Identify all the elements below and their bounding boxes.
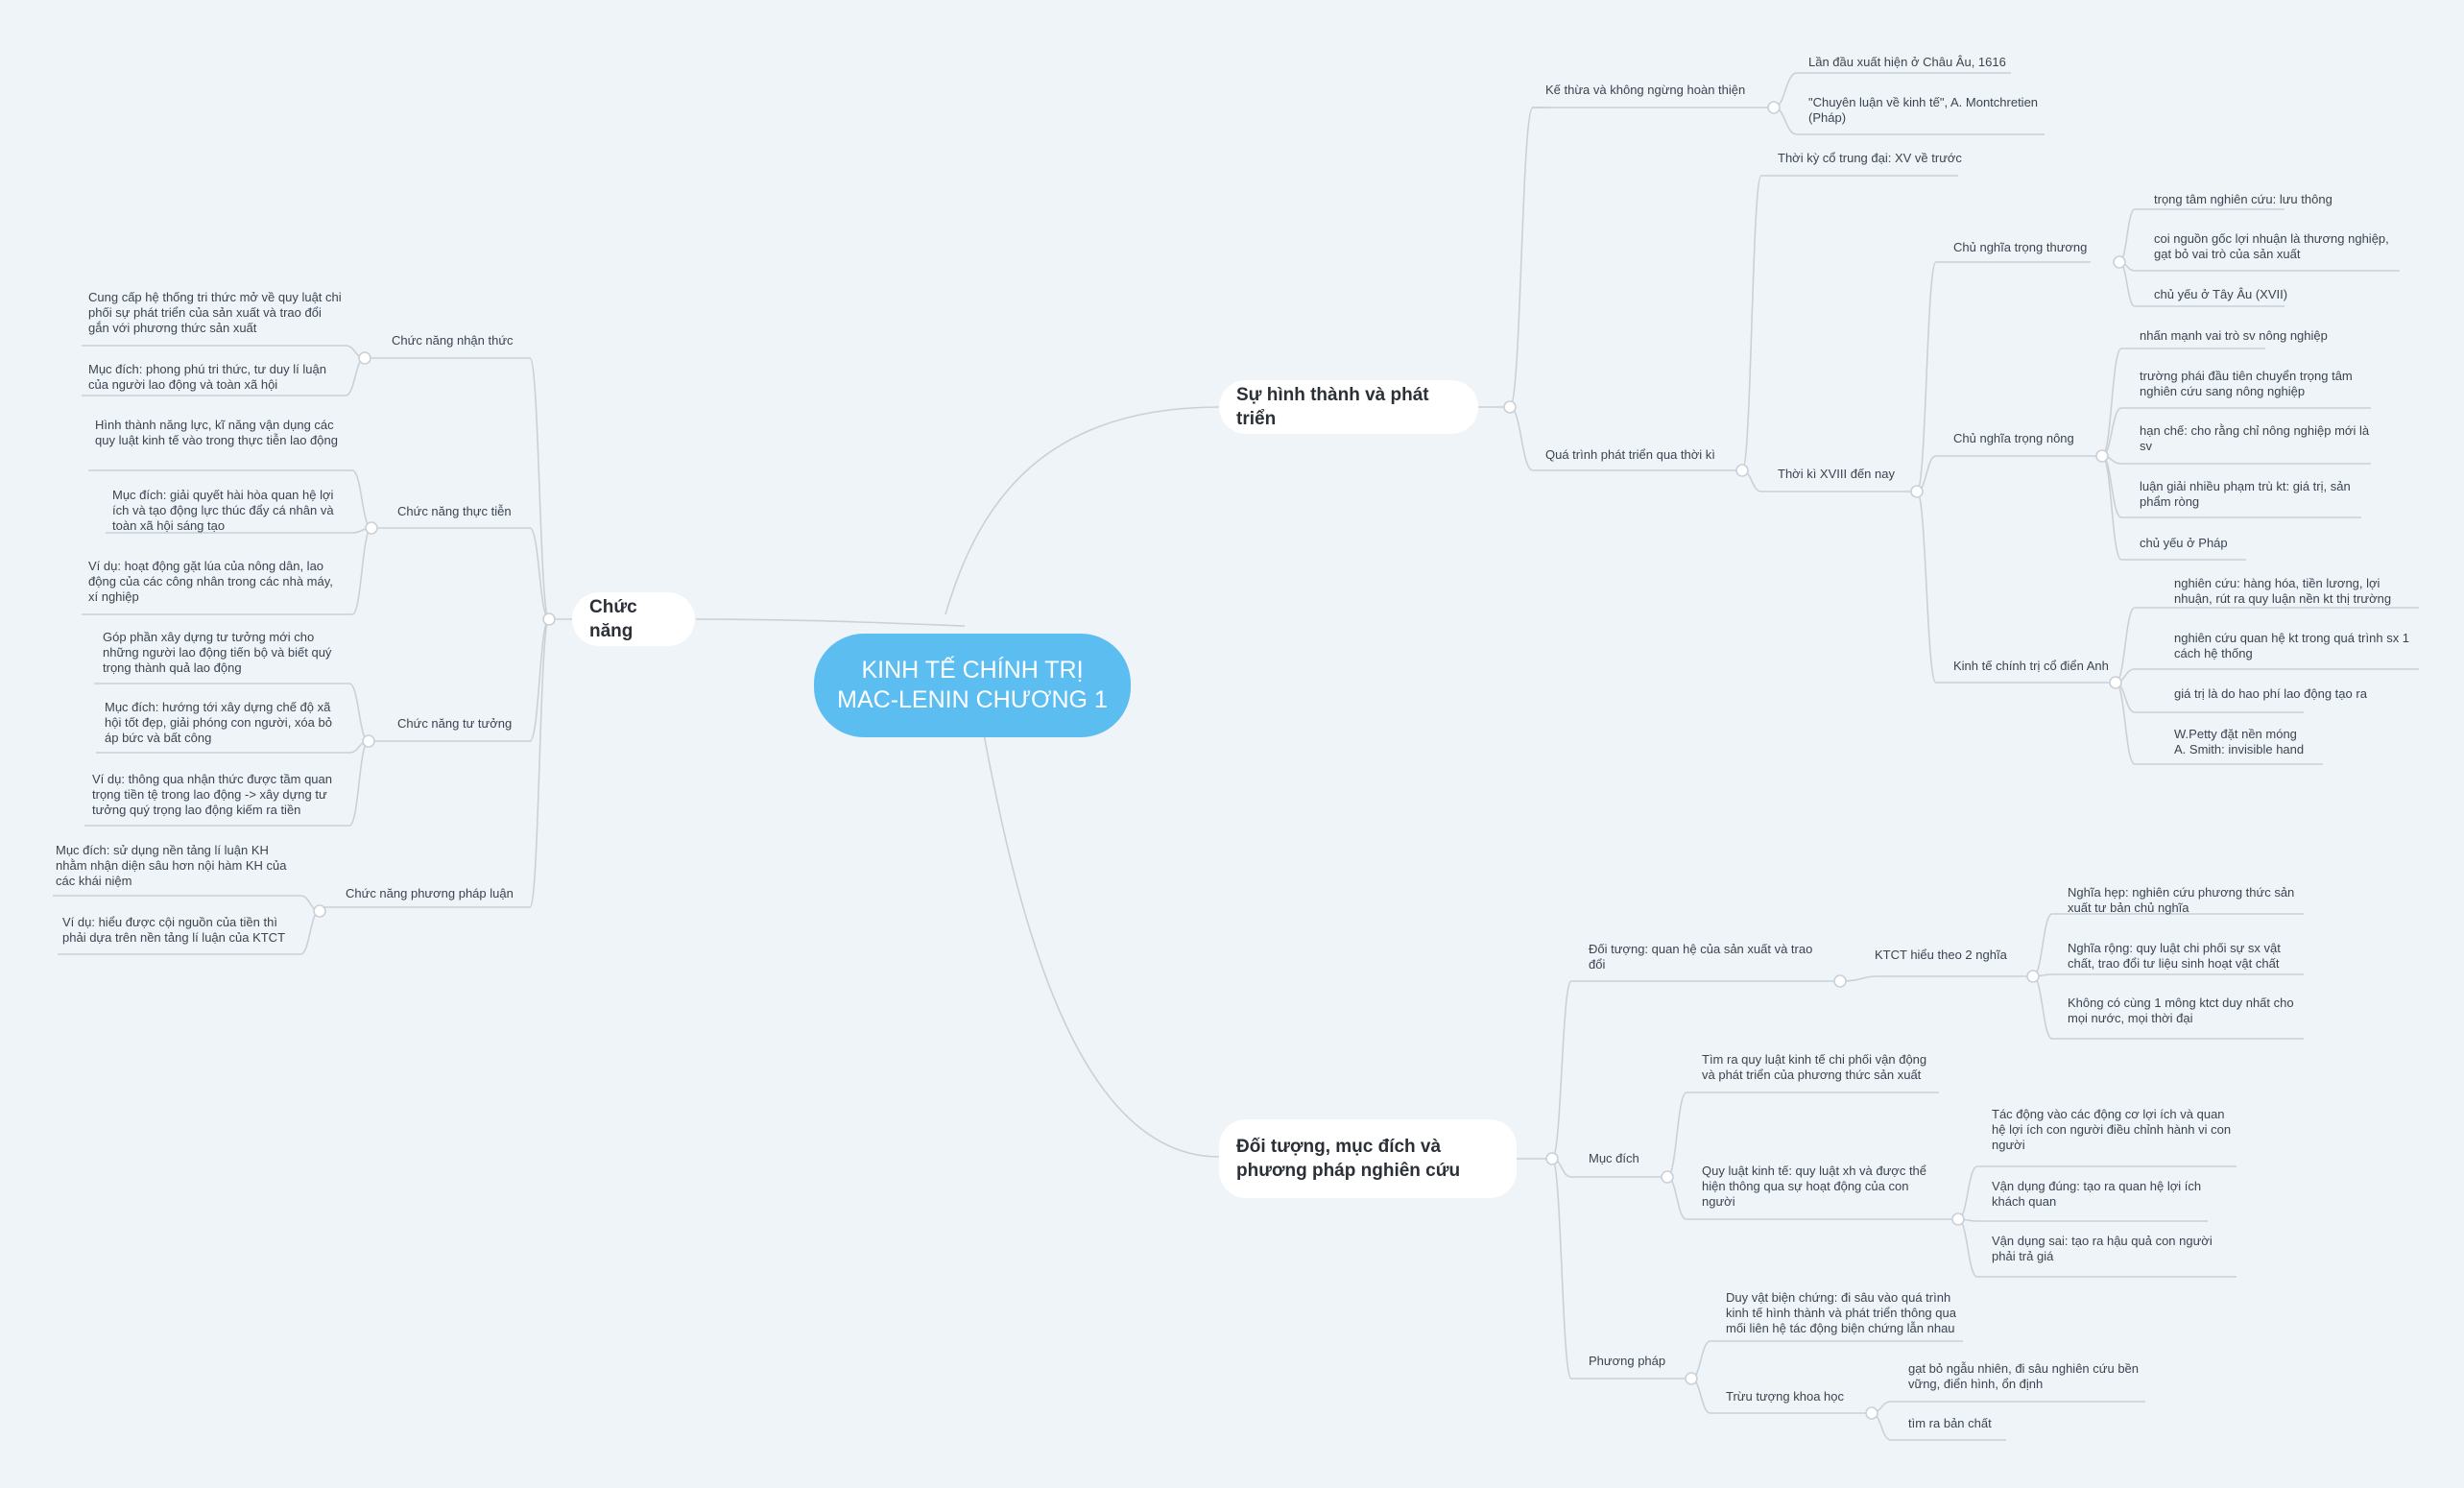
central-topic-line2: MAC-LENIN CHƯƠNG 1 (837, 686, 1108, 713)
topic-medieval[interactable]: Thời kỳ cổ trung đại: XV về trước (1778, 151, 1962, 165)
physiocracy-item[interactable]: chủ yếu ở Pháp (2140, 536, 2228, 550)
classical-item[interactable]: giá trị là do hao phí lao động tạo ra (2174, 686, 2367, 701)
main-topic-function[interactable]: Chức năng (572, 592, 695, 646)
subtopic-physiocracy[interactable]: Chủ nghĩa trọng nông (1953, 431, 2074, 445)
abstraction-item[interactable]: gạt bỏ ngẫu nhiên, đi sâu nghiên cứu bền… (1908, 1361, 2140, 1391)
mercantilism-item[interactable]: coi nguồn gốc lợi nhuận là thương nghiệp… (2154, 231, 2389, 261)
methodological-item[interactable]: Ví dụ: hiểu được cội nguồn của tiền thì … (62, 915, 286, 945)
ideological-item[interactable]: Góp phần xây dựng tư tưởng mới cho những… (103, 630, 332, 675)
subtopic-cognitive[interactable]: Chức năng nhận thức (392, 333, 514, 348)
purpose-find[interactable]: Tìm ra quy luật kinh tế chi phối vận độn… (1702, 1052, 1927, 1082)
abstraction-item[interactable]: tìm ra bản chất (1908, 1416, 1992, 1430)
main-topic-history[interactable]: Sự hình thành và phát triển (1219, 380, 1478, 434)
subtopic-practical[interactable]: Chức năng thực tiễn (397, 504, 512, 518)
topic-treatise[interactable]: "Chuyên luận về kinh tế", A. Montchretie… (1808, 95, 2039, 125)
classical-item[interactable]: W.Petty đặt nền móng A. Smith: invisible… (2174, 727, 2305, 756)
cognitive-item[interactable]: Cung cấp hệ thống tri thức mở về quy luậ… (88, 290, 342, 335)
subtopic-abstraction[interactable]: Trừu tượng khoa học (1726, 1389, 1845, 1404)
cognitive-item[interactable]: Mục đích: phong phú tri thức, tư duy lí … (88, 362, 326, 392)
subtopic-purpose[interactable]: Mục đích (1589, 1151, 1639, 1165)
methodological-item[interactable]: Mục đích: sử dụng nền tảng lí luận KH nh… (56, 843, 287, 888)
classical-item[interactable]: nghiên cứu quan hệ kt trong quá trình sx… (2174, 631, 2410, 660)
mercantilism-item[interactable]: trọng tâm nghiên cứu: lưu thông (2154, 192, 2332, 206)
subtopic-subject[interactable]: Đối tượng: quan hệ của sản xuất và trao … (1589, 942, 1813, 972)
subtopic-method[interactable]: Phương pháp (1589, 1354, 1666, 1368)
ideological-item[interactable]: Mục đích: hướng tới xây dựng chế độ xã h… (105, 700, 332, 745)
subtopic-classical[interactable]: Kinh tế chính trị cổ điển Anh (1953, 659, 2109, 673)
ideological-item[interactable]: Ví dụ: thông qua nhận thức được tầm quan… (92, 772, 332, 817)
topic-first-appearance[interactable]: Lần đầu xuất hiện ở Châu Âu, 1616 (1808, 55, 2006, 69)
practical-item[interactable]: Mục đích: giải quyết hài hòa quan hệ lợi… (112, 488, 334, 533)
physiocracy-item[interactable]: nhấn mạnh vai trò sv nông nghiệp (2140, 328, 2328, 343)
ktct-item[interactable]: Không có cùng 1 mông ktct duy nhất cho m… (2068, 996, 2294, 1025)
physiocracy-item[interactable]: hạn chế: cho rằng chỉ nông nghiệp mới là… (2140, 423, 2370, 453)
main-topic-history-label: Sự hình thành và phát triển (1236, 385, 1429, 429)
central-topic-line1: KINH TẾ CHÍNH TRỊ (861, 657, 1084, 684)
mercantilism-item[interactable]: chủ yếu ở Tây Âu (XVII) (2154, 287, 2288, 301)
practical-item[interactable]: Ví dụ: hoạt động gặt lúa của nông dân, l… (88, 559, 333, 604)
law-item[interactable]: Vận dụng đúng: tạo ra quan hệ lợi ích kh… (1992, 1179, 2202, 1209)
main-topic-object[interactable]: Đối tượng, mục đích và phương pháp nghiê… (1219, 1119, 1517, 1198)
method-dialectic[interactable]: Duy vật biện chứng: đi sâu vào quá trình… (1726, 1290, 1956, 1335)
law-item[interactable]: Vận dụng sai: tạo ra hậu quả con người p… (1992, 1234, 2213, 1263)
subtopic-law[interactable]: Quy luật kinh tế: quy luật xh và được th… (1702, 1164, 1927, 1209)
physiocracy-item[interactable]: trường phái đầu tiên chuyển trọng tâm ng… (2140, 369, 2353, 398)
main-topic-object-label: Đối tượng, mục đích và phương pháp nghiê… (1236, 1137, 1461, 1181)
central-topic[interactable]: KINH TẾ CHÍNH TRỊ MAC-LENIN CHƯƠNG 1 (814, 634, 1131, 737)
subtopic-modern[interactable]: Thời kì XVIII đến nay (1778, 467, 1895, 481)
subtopic-ideological[interactable]: Chức năng tư tưởng (397, 716, 513, 731)
subtopic-methodological[interactable]: Chức năng phương pháp luận (346, 886, 514, 900)
subtopic-process[interactable]: Quá trình phát triển qua thời kì (1545, 447, 1715, 462)
ktct-item[interactable]: Nghĩa hẹp: nghiên cứu phương thức sản xu… (2068, 885, 2295, 915)
ktct-item[interactable]: Nghĩa rộng: quy luật chi phối sự sx vật … (2068, 941, 2281, 971)
law-item[interactable]: Tác động vào các động cơ lợi ích và quan… (1992, 1107, 2232, 1152)
subtopic-ktct[interactable]: KTCT hiểu theo 2 nghĩa (1875, 948, 2007, 962)
subtopic-mercantilism[interactable]: Chủ nghĩa trọng thương (1953, 240, 2088, 254)
practical-item[interactable]: Hình thành năng lực, kĩ năng vận dụng cá… (95, 418, 338, 447)
classical-item[interactable]: nghiên cứu: hàng hóa, tiền lương, lợi nh… (2174, 576, 2392, 606)
subtopic-inherit[interactable]: Kế thừa và không ngừng hoàn thiện (1545, 83, 1746, 97)
physiocracy-item[interactable]: luận giải nhiều phạm trù kt: giá trị, sả… (2140, 479, 2351, 509)
main-topic-function-label: Chức năng (589, 597, 637, 641)
